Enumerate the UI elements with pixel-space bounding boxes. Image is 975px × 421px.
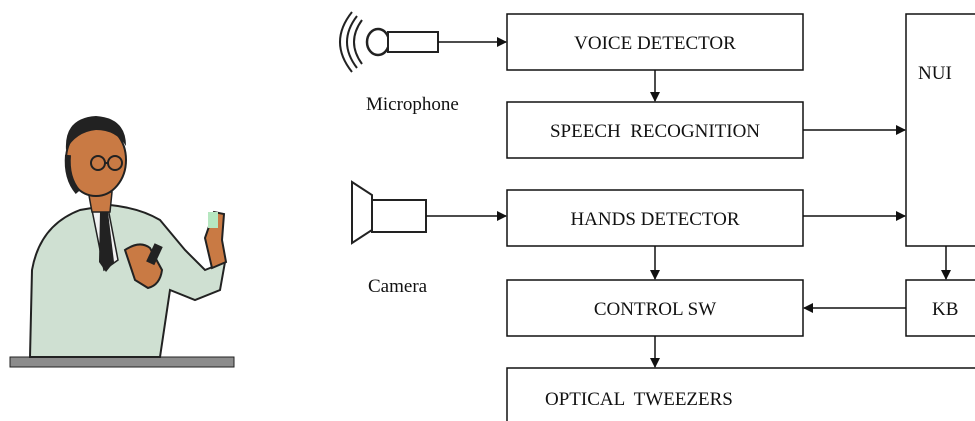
hands-detector-box <box>506 189 804 247</box>
microphone-label: Microphone <box>366 94 459 115</box>
kb-label: KB <box>932 299 958 320</box>
control-sw-label: CONTROL SW <box>594 299 716 320</box>
control-sw-box <box>506 279 804 337</box>
hands-detector-label: HANDS DETECTOR <box>570 209 739 230</box>
optical-tweezers-label: OPTICAL TWEEZERS <box>545 389 733 410</box>
optical-tweezers-box <box>506 367 975 421</box>
camera-icon <box>351 180 427 245</box>
voice-detector-label: VOICE DETECTOR <box>574 33 736 54</box>
microphone-icon <box>339 11 439 73</box>
nui-box <box>905 13 975 247</box>
speech-recognition-label: SPEECH RECOGNITION <box>550 121 760 142</box>
nui-label: NUI <box>918 63 952 84</box>
kb-box <box>905 279 975 337</box>
voice-detector-box <box>506 13 804 71</box>
speech-recognition-box <box>506 101 804 159</box>
camera-label: Camera <box>368 276 428 297</box>
person-at-desk-icon <box>9 116 235 368</box>
